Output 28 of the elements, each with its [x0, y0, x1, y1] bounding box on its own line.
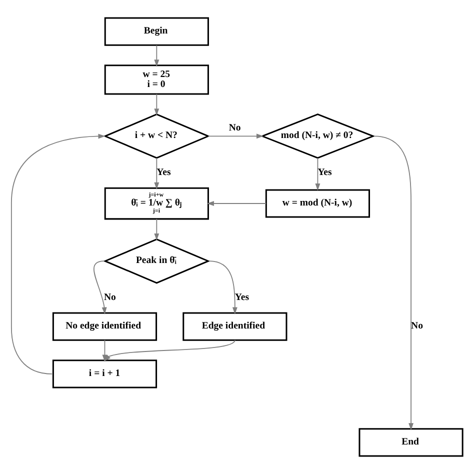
arrow — [94, 260, 107, 314]
arrow — [104, 339, 236, 361]
arrow — [154, 157, 160, 189]
arrow — [154, 218, 160, 240]
node-diamond: Peak in θ̄ᵢ — [103, 238, 210, 284]
arrow — [10, 133, 106, 374]
edge-label: Yes — [156, 166, 171, 178]
node-box: i = i + 1 — [52, 359, 158, 388]
arrow — [208, 133, 264, 138]
arrow — [154, 93, 160, 116]
edge-label: No — [228, 122, 241, 133]
node-diamond: i + w < N? — [103, 113, 210, 158]
arrow — [154, 44, 160, 66]
node-box: Edge identified — [182, 312, 288, 340]
edge-label: No — [411, 320, 423, 331]
node-box: No edge identified — [52, 312, 158, 340]
arrow — [374, 135, 414, 430]
arrow — [206, 200, 266, 206]
node-box: w = 25 i = 0 — [104, 64, 209, 94]
node-box: Begin — [104, 16, 209, 46]
arrow — [208, 260, 238, 314]
arrow — [315, 157, 320, 190]
node-diamond: mod (N-i, w) ≠ 0? — [260, 113, 376, 158]
edge-label: Yes — [318, 166, 332, 178]
node-box: w = mod (N-i, w) — [265, 188, 370, 218]
edge-label: No — [104, 291, 116, 302]
node-box: End — [358, 428, 464, 456]
edge-label: Yes — [234, 291, 250, 302]
